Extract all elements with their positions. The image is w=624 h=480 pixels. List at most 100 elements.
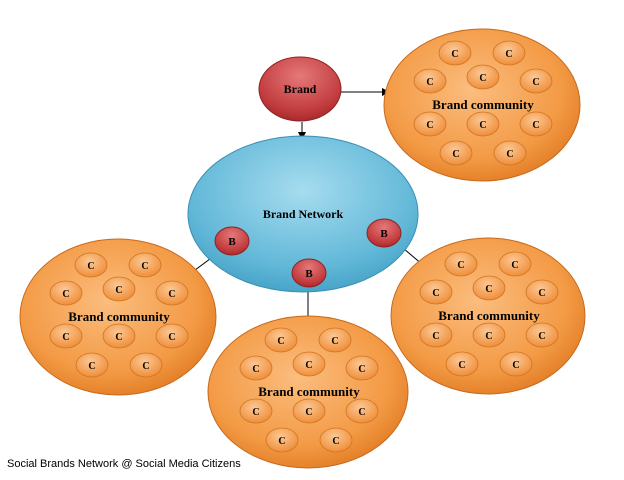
- consumer-node: C: [128, 252, 162, 278]
- network-node-bottom: B: [291, 258, 327, 288]
- consumer-node: C: [102, 323, 136, 349]
- consumer-node: C: [319, 427, 353, 453]
- brand-community-top-right: C C C C C C C C C C Brand community: [383, 28, 581, 182]
- consumer-node: C: [498, 251, 532, 277]
- consumer-label: C: [479, 120, 486, 131]
- consumer-label: C: [512, 360, 519, 371]
- consumer-node: C: [49, 323, 83, 349]
- consumer-node: C: [413, 68, 447, 94]
- consumer-label: C: [252, 364, 259, 375]
- consumer-node: C: [499, 351, 533, 377]
- consumer-node: C: [345, 398, 379, 424]
- consumer-node: C: [438, 40, 472, 66]
- network-nodes: B B B: [214, 218, 402, 288]
- consumer-label: C: [277, 336, 284, 347]
- consumer-node: C: [129, 352, 163, 378]
- consumer-label: C: [511, 260, 518, 271]
- consumer-label: C: [331, 336, 338, 347]
- consumer-label: C: [532, 120, 539, 131]
- consumer-label: C: [305, 407, 312, 418]
- consumer-node: C: [525, 322, 559, 348]
- consumer-label: C: [358, 364, 365, 375]
- brand-node: Brand: [258, 56, 342, 122]
- consumer-node: C: [155, 280, 189, 306]
- consumer-node: C: [519, 111, 553, 137]
- consumer-node: C: [155, 323, 189, 349]
- consumer-label: C: [168, 289, 175, 300]
- consumer-node: C: [75, 352, 109, 378]
- consumer-label: C: [432, 288, 439, 299]
- consumer-label: C: [426, 120, 433, 131]
- network-node-label: B: [380, 228, 388, 240]
- brand-community-shape: [383, 28, 581, 182]
- brand-community-shape: [207, 315, 409, 469]
- brand-community-label: Brand community: [432, 97, 534, 112]
- consumer-label: C: [252, 407, 259, 418]
- network-node-label: B: [305, 268, 313, 280]
- consumer-label: C: [88, 361, 95, 372]
- consumer-node: C: [102, 276, 136, 302]
- brand-community-shape: [390, 237, 586, 395]
- consumer-label: C: [538, 288, 545, 299]
- brand-network-label: Brand Network: [263, 207, 344, 221]
- consumer-label: C: [358, 407, 365, 418]
- consumer-node: C: [264, 327, 298, 353]
- consumer-node: C: [413, 111, 447, 137]
- consumer-label: C: [62, 289, 69, 300]
- figure-caption: Social Brands Network @ Social Media Cit…: [7, 458, 241, 470]
- consumer-label: C: [115, 285, 122, 296]
- consumer-label: C: [532, 77, 539, 88]
- consumer-node: C: [49, 280, 83, 306]
- consumer-node: C: [444, 251, 478, 277]
- brand-community-shape: [19, 238, 217, 396]
- consumer-label: C: [278, 436, 285, 447]
- consumer-label: C: [305, 360, 312, 371]
- consumer-label: C: [168, 332, 175, 343]
- consumer-label: C: [457, 260, 464, 271]
- consumer-label: C: [451, 49, 458, 60]
- consumer-label: C: [452, 149, 459, 160]
- brand-label: Brand: [284, 82, 317, 96]
- consumer-label: C: [506, 149, 513, 160]
- brand-community-bottom-center: C C C C C C C C C C Brand community: [207, 315, 409, 469]
- network-node-left: B: [214, 226, 250, 256]
- consumer-node: C: [493, 140, 527, 166]
- consumer-label: C: [538, 331, 545, 342]
- consumer-node: C: [74, 252, 108, 278]
- consumer-label: C: [141, 261, 148, 272]
- consumer-node: C: [345, 355, 379, 381]
- brand-community-label: Brand community: [258, 384, 360, 399]
- consumer-node: C: [492, 40, 526, 66]
- consumer-node: C: [466, 111, 500, 137]
- consumer-node: C: [445, 351, 479, 377]
- network-node-right: B: [366, 218, 402, 248]
- network-node-label: B: [228, 236, 236, 248]
- consumer-node: C: [472, 322, 506, 348]
- brand-community-label: Brand community: [68, 309, 170, 324]
- brand-network: Brand Network: [187, 135, 419, 293]
- consumer-node: C: [439, 140, 473, 166]
- brand-community-label: Brand community: [438, 308, 540, 323]
- consumer-node: C: [525, 279, 559, 305]
- consumer-node: C: [519, 68, 553, 94]
- consumer-label: C: [458, 360, 465, 371]
- consumer-label: C: [505, 49, 512, 60]
- consumer-node: C: [292, 398, 326, 424]
- consumer-label: C: [432, 331, 439, 342]
- consumer-node: C: [239, 355, 273, 381]
- consumer-node: C: [292, 351, 326, 377]
- consumer-node: C: [265, 427, 299, 453]
- consumer-node: C: [419, 322, 453, 348]
- consumer-label: C: [115, 332, 122, 343]
- consumer-label: C: [142, 361, 149, 372]
- consumer-label: C: [485, 331, 492, 342]
- consumer-label: C: [426, 77, 433, 88]
- consumer-node: C: [239, 398, 273, 424]
- consumer-node: C: [318, 327, 352, 353]
- consumer-label: C: [332, 436, 339, 447]
- consumer-label: C: [479, 73, 486, 84]
